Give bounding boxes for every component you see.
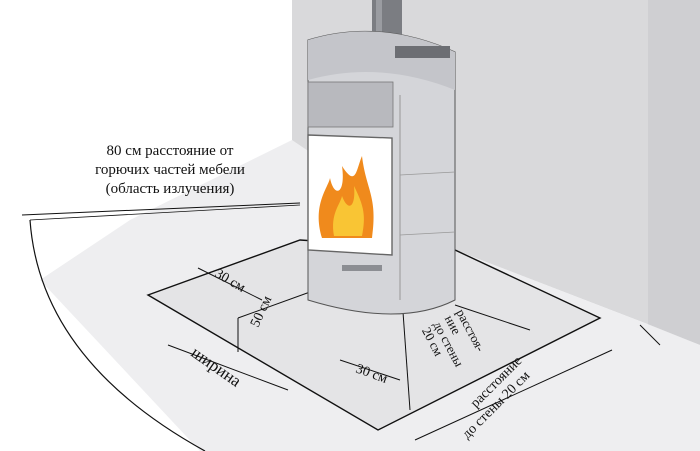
radiation-line-3: (область излучения) xyxy=(105,181,235,197)
stove xyxy=(307,30,456,315)
radiation-callout: 80 см расстояние от горючих частей мебел… xyxy=(60,142,280,199)
right-wall xyxy=(648,0,700,345)
radiation-line-1: 80 см расстояние от xyxy=(106,143,234,159)
radiation-leader xyxy=(21,202,301,216)
radiation-line-2: горючих частей мебели xyxy=(95,162,245,178)
radiation-arc xyxy=(29,219,206,451)
floor-plate xyxy=(146,239,602,431)
radiation-leader-2 xyxy=(29,204,301,221)
